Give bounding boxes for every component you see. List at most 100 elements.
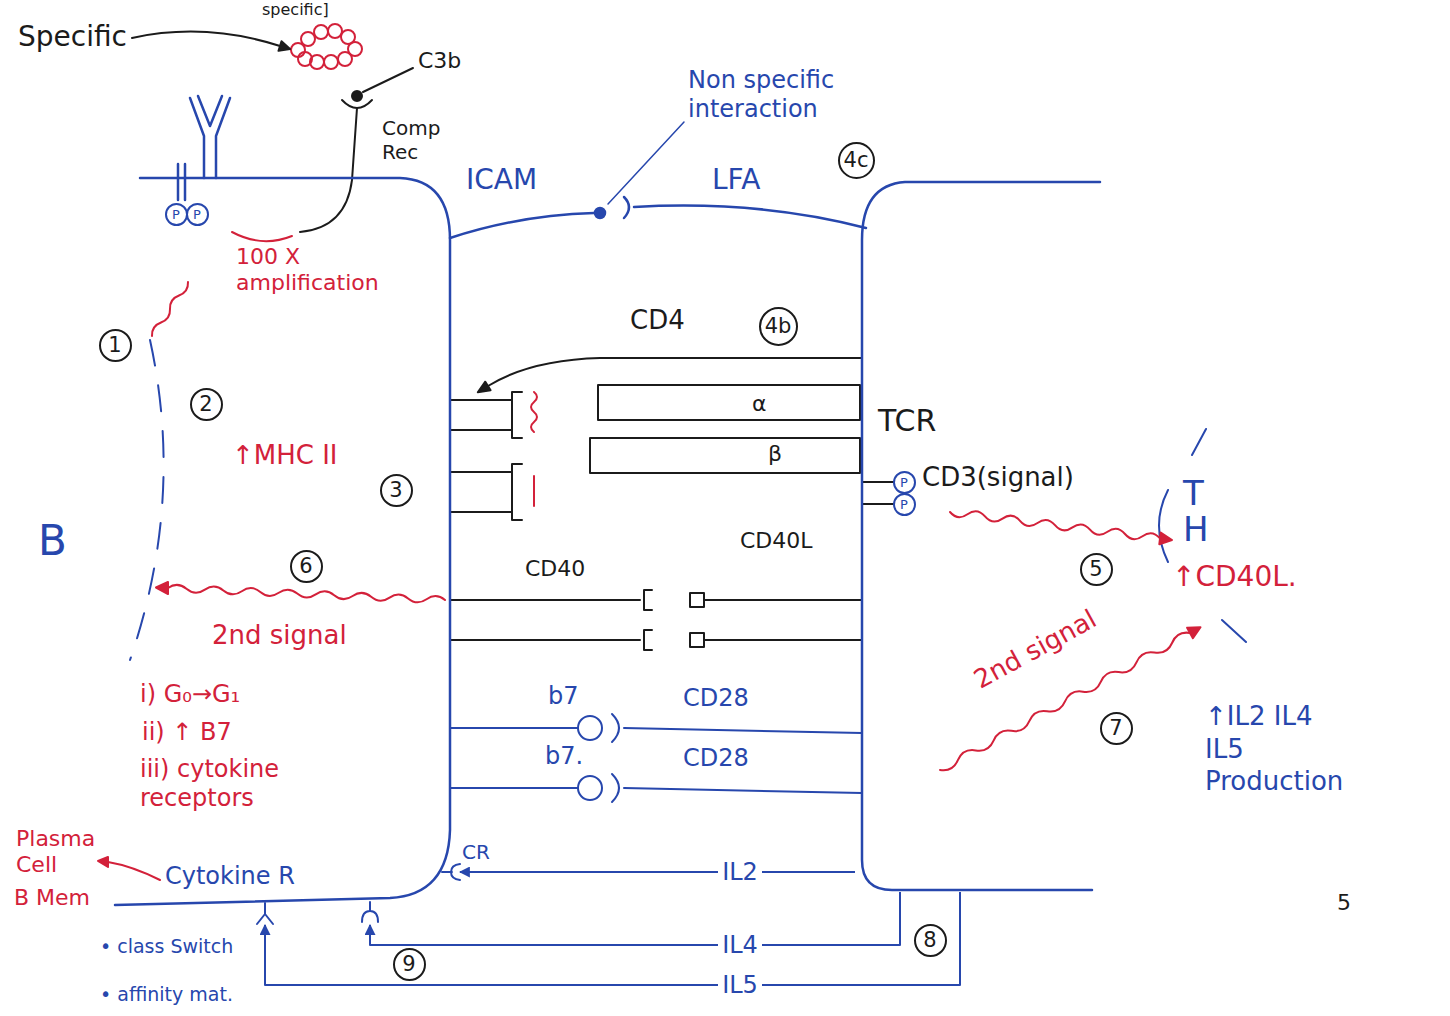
outcome-label: • class Switch bbox=[100, 935, 233, 958]
antigen bbox=[328, 24, 342, 38]
icam-lfa-pair bbox=[624, 197, 629, 218]
icam-lfa-pair bbox=[450, 122, 866, 238]
b7-cd28-pair bbox=[612, 774, 619, 802]
molecule-name: Cytokine R bbox=[165, 862, 295, 891]
callout-number: 1 bbox=[99, 329, 132, 362]
cell-membrane bbox=[115, 178, 450, 905]
molecule-name: CD40L bbox=[740, 528, 813, 554]
molecule-name: CD4 bbox=[630, 305, 685, 336]
antibody-receptor bbox=[178, 164, 185, 200]
nucleus-outline bbox=[1159, 429, 1246, 642]
text-holder: CD40 bbox=[525, 556, 585, 582]
callout-number: 4b bbox=[759, 307, 798, 346]
signal-wave bbox=[940, 633, 1190, 771]
text-holder: ICAM bbox=[466, 163, 537, 197]
outcome-label: B Mem bbox=[14, 885, 90, 911]
text-holder: ↑IL2 IL4 IL5 Production bbox=[1205, 700, 1343, 798]
complement-receptor bbox=[342, 100, 372, 108]
signal-label: 2nd signal bbox=[212, 620, 347, 651]
annotation: ↑IL2 IL4 IL5 Production bbox=[1205, 700, 1343, 798]
cytokine-receptor bbox=[257, 903, 273, 924]
complement-receptor bbox=[363, 68, 413, 92]
outcome-arrow bbox=[98, 857, 160, 880]
text-holder: B Mem bbox=[14, 885, 90, 911]
text-holder: • affinity mat. bbox=[100, 983, 233, 1006]
signal-wave bbox=[1159, 533, 1172, 545]
phosphate-circle: P bbox=[893, 471, 916, 494]
annotation: ↑CD40L. bbox=[1172, 560, 1297, 594]
text-holder: Non specific interaction bbox=[688, 66, 888, 124]
text-holder: IL2 bbox=[718, 858, 762, 887]
callout-number: 7 bbox=[1100, 712, 1133, 745]
chain-name: α bbox=[752, 391, 767, 417]
cytokine-receptor bbox=[442, 864, 460, 880]
mhc-tcr-complex bbox=[478, 382, 491, 393]
callout-label: 2 bbox=[199, 394, 212, 415]
text-holder: 2nd signal bbox=[212, 620, 347, 651]
cytokine-name: IL4 bbox=[718, 931, 762, 960]
nucleus-outline bbox=[130, 340, 164, 660]
callout-number: 3 bbox=[380, 474, 413, 507]
amplification-bracket bbox=[232, 232, 292, 241]
text-holder: iii) cytokine receptors bbox=[140, 755, 360, 813]
complement-receptor bbox=[352, 91, 362, 101]
text-holder: Comp Rec bbox=[382, 116, 440, 164]
cd40-pair bbox=[644, 590, 652, 650]
b7-cd28-pair bbox=[450, 714, 862, 802]
callout-number: 6 bbox=[290, 550, 323, 583]
phosphate-circle: P bbox=[893, 493, 916, 516]
callout-label: 8 bbox=[923, 930, 936, 951]
antibody-receptor bbox=[190, 96, 230, 178]
callout-label: 1 bbox=[108, 335, 121, 356]
callout-number: 5 bbox=[1080, 553, 1113, 586]
text-holder: CD4 bbox=[630, 305, 685, 336]
text-holder: Specific bbox=[18, 20, 127, 54]
peptide bbox=[531, 392, 537, 506]
cd40-pair bbox=[690, 593, 704, 607]
cytokine-arrow bbox=[265, 892, 960, 985]
cd40-pair bbox=[450, 600, 640, 640]
cd40-pair bbox=[690, 633, 704, 647]
mhc-tcr-complex bbox=[590, 438, 860, 473]
annotation: ii) ↑ B7 bbox=[142, 718, 232, 747]
phosphate-label: P bbox=[900, 498, 908, 511]
peptide bbox=[531, 392, 537, 432]
b7-cd28-pair bbox=[624, 728, 862, 733]
callout-number: 8 bbox=[914, 924, 947, 957]
outcome-label: • affinity mat. bbox=[100, 983, 233, 1006]
cell-label: B bbox=[38, 516, 67, 566]
antigen bbox=[324, 55, 338, 69]
b7-cd28-pair bbox=[612, 714, 619, 742]
text-holder: LFA bbox=[712, 163, 760, 197]
signal-wave bbox=[168, 585, 445, 602]
mhc-tcr-complex bbox=[598, 385, 860, 420]
print-note: specific] bbox=[262, 0, 329, 19]
annotation: Specific bbox=[18, 20, 127, 54]
text-holder: 100 X amplification bbox=[236, 244, 401, 297]
text-holder: α bbox=[752, 391, 767, 417]
signal-wave bbox=[1187, 627, 1200, 638]
antibody-receptor bbox=[178, 96, 230, 200]
icam-lfa-pair bbox=[608, 122, 684, 204]
antigen bbox=[338, 52, 352, 66]
annotation: ↑MHC II bbox=[232, 440, 338, 471]
cell-membrane bbox=[862, 182, 1100, 890]
b7-cd28-pair bbox=[450, 727, 578, 729]
outcome-arrow bbox=[108, 862, 160, 880]
molecule-name: CD3(signal) bbox=[922, 462, 1074, 493]
mhc-tcr-complex bbox=[450, 464, 522, 520]
text-holder: TCR bbox=[878, 403, 936, 439]
outcome-arrow bbox=[98, 857, 108, 867]
pointer-arrow bbox=[279, 41, 291, 51]
cytokine-arrow bbox=[370, 892, 900, 945]
phosphate-circle: P bbox=[186, 203, 209, 226]
antigen bbox=[298, 52, 312, 66]
molecule-name: TCR bbox=[878, 403, 936, 439]
antigen bbox=[314, 25, 328, 39]
cytokine-receptor bbox=[362, 902, 378, 922]
icam-lfa-pair bbox=[450, 213, 594, 238]
callout-number: 9 bbox=[393, 948, 426, 981]
icam-lfa-pair bbox=[634, 206, 866, 228]
mhc-tcr-complex bbox=[862, 482, 894, 504]
b7-cd28-pair bbox=[450, 787, 578, 789]
